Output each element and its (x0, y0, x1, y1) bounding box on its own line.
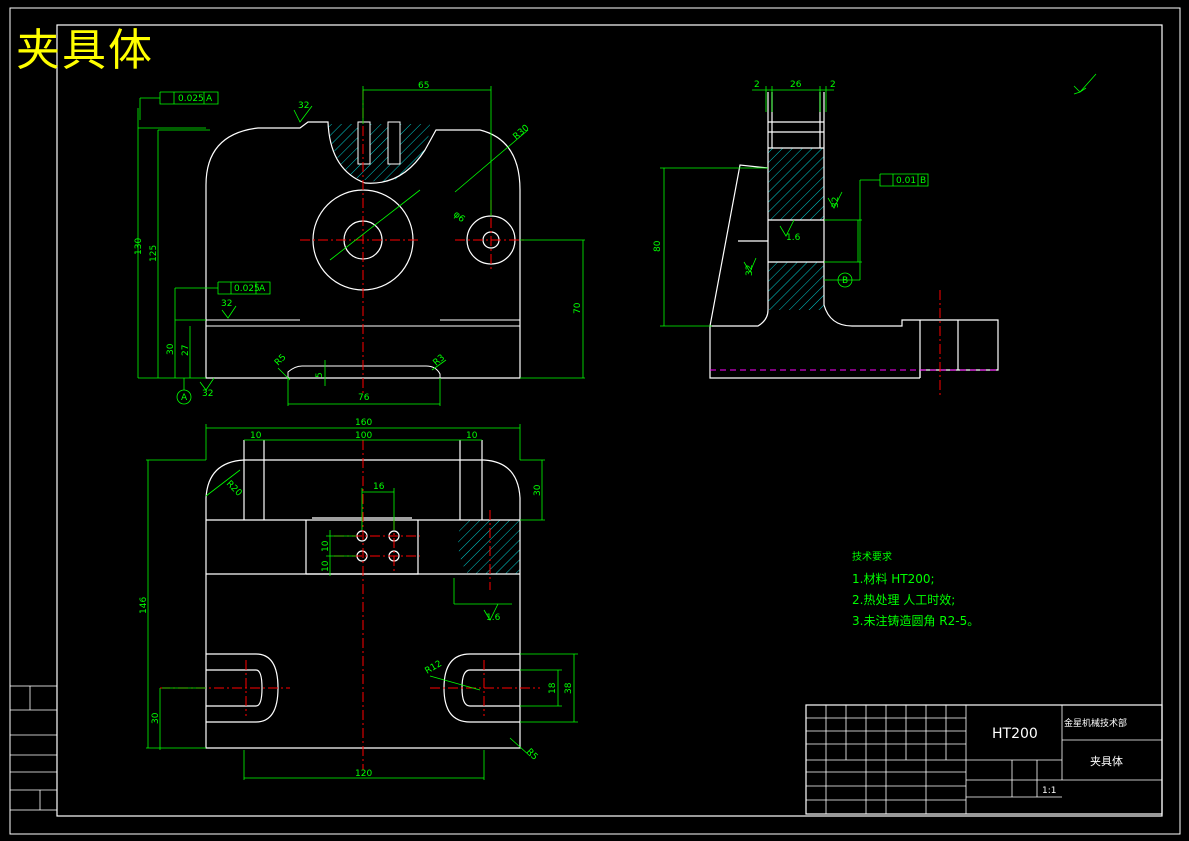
drawing-title: 夹具体 (16, 25, 154, 76)
radius-r5: R5 (273, 353, 289, 369)
company-label: 金星机械技术部 (1064, 717, 1127, 729)
radius-r3: R3 (432, 353, 448, 368)
dim-65: 65 (418, 81, 429, 91)
notes-item-3: 3.未注铸造圆角 R2-5。 (852, 614, 980, 628)
dim-100: 100 (355, 431, 372, 441)
side-dimensions (660, 73, 1097, 327)
dim-30c: 30 (151, 712, 161, 724)
dim-120: 120 (355, 769, 372, 779)
dim-130: 130 (134, 238, 144, 255)
outer-frame (9, 7, 1181, 835)
side-view (709, 92, 999, 398)
dim-38: 38 (564, 682, 574, 694)
dim-160: 160 (355, 418, 372, 428)
side-dim-text: 2 26 2 80 0.01 B B 32 1.6 32 (653, 80, 926, 286)
datum-ref-2: A (259, 284, 266, 294)
dim-5: 5 (315, 372, 325, 378)
roughness-top: 1.6 (486, 613, 501, 623)
drawing-name-label: 夹具体 (1090, 754, 1123, 768)
roughness-side-3: 32 (745, 265, 755, 276)
datum-b: B (842, 276, 848, 286)
notes-item-2: 2.热处理 人工时效; (852, 593, 956, 607)
roughness-3: 32 (202, 389, 213, 399)
dim-2b: 2 (830, 80, 836, 90)
dim-70: 70 (573, 302, 583, 314)
roughness-side-2: 1.6 (786, 233, 801, 243)
dim-30a: 30 (166, 343, 176, 355)
title-block (805, 704, 1163, 815)
dim-80: 80 (653, 240, 663, 252)
dim-10c: 10 (321, 540, 331, 552)
inner-frame (56, 24, 1163, 817)
top-dimensions (146, 424, 578, 780)
radius-r5-top: R5 (524, 747, 540, 763)
dim-30b: 30 (533, 484, 543, 496)
radius-r30: R30 (512, 123, 532, 142)
dim-10b: 10 (466, 431, 478, 441)
notes-heading: 技术要求 (852, 552, 892, 563)
dim-76: 76 (358, 393, 370, 403)
front-view (205, 90, 525, 395)
scale-label: 1:1 (1042, 786, 1056, 796)
front-dim-text: 65 130 125 30 27 70 76 5 0.025 A 0.025 A… (134, 81, 583, 403)
radius-r20: R20 (224, 479, 244, 499)
tolerance-1: 0.025 (178, 94, 204, 104)
technical-requirements: 技术要求 1.材料 HT200; 2.热处理 人工时效; 3.未注铸造圆角 R2… (852, 548, 979, 632)
front-dimensions (137, 86, 585, 406)
roughness-side-1: 32 (831, 197, 841, 208)
top-dim-text: 160 10 100 10 30 16 10 10 146 30 120 18 … (139, 418, 574, 779)
datum-a: A (181, 393, 188, 403)
material-label: HT200 (992, 726, 1038, 742)
notes-item-1: 1.材料 HT200; (852, 572, 935, 586)
radius-r12: R12 (424, 659, 444, 677)
dim-18: 18 (548, 682, 558, 694)
dia-phi6: φ6 (451, 210, 467, 225)
dim-10d: 10 (321, 560, 331, 572)
dim-146: 146 (139, 597, 149, 614)
datum-b-ref: B (920, 176, 926, 186)
dim-2a: 2 (754, 80, 760, 90)
title-block-text: HT200 金星机械技术部 夹具体 1:1 (992, 717, 1127, 796)
tolerance-2: 0.025 (234, 284, 260, 294)
roughness-1: 32 (298, 101, 309, 111)
dim-16: 16 (373, 482, 385, 492)
top-outline (205, 459, 521, 749)
tolerance-3: 0.01 (896, 176, 916, 186)
dim-26: 26 (790, 80, 802, 90)
dim-27: 27 (181, 345, 191, 356)
dim-10a: 10 (250, 431, 262, 441)
front-outline (205, 121, 521, 379)
dim-125: 125 (149, 245, 159, 262)
datum-ref-1: A (206, 94, 213, 104)
margin-table (9, 685, 58, 811)
roughness-2: 32 (221, 299, 232, 309)
top-view (160, 440, 540, 770)
